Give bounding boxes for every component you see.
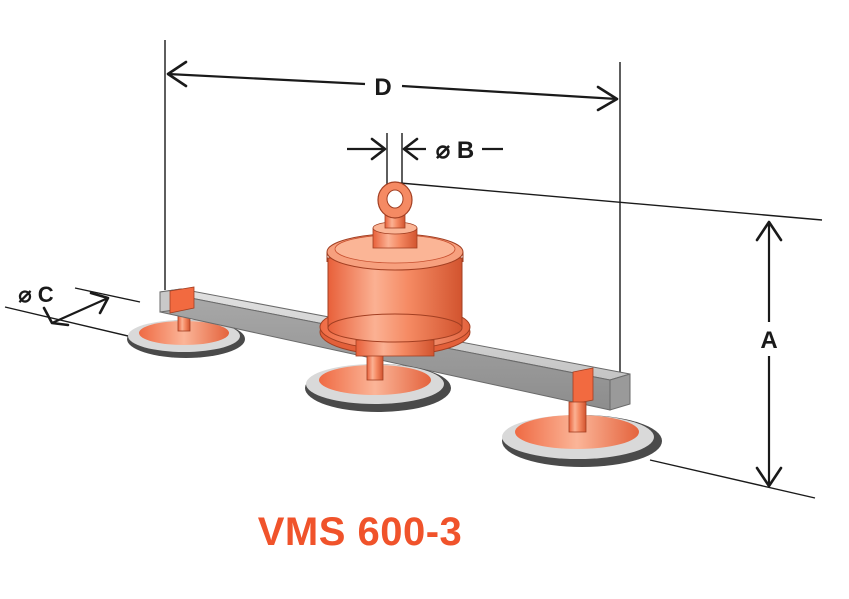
dimension-a: A — [399, 182, 823, 499]
dimension-d: D — [164, 40, 621, 388]
suction-pad-right — [502, 401, 662, 467]
lifting-eye — [377, 181, 413, 219]
dimension-c-label: ⌀ C — [18, 282, 53, 307]
vacuum-cylinder — [319, 213, 471, 357]
dimension-b-label: ⌀ B — [436, 137, 474, 164]
dimension-d-label: D — [374, 74, 391, 101]
model-title: VMS 600-3 — [257, 510, 463, 554]
dimension-c: ⌀ C — [4, 282, 146, 341]
dimension-a-label: A — [760, 327, 777, 354]
suction-pad-middle — [305, 351, 451, 412]
dimension-b: ⌀ B — [347, 133, 503, 190]
beam-clamp-right — [572, 367, 594, 405]
beam-clamp-left — [169, 286, 195, 314]
